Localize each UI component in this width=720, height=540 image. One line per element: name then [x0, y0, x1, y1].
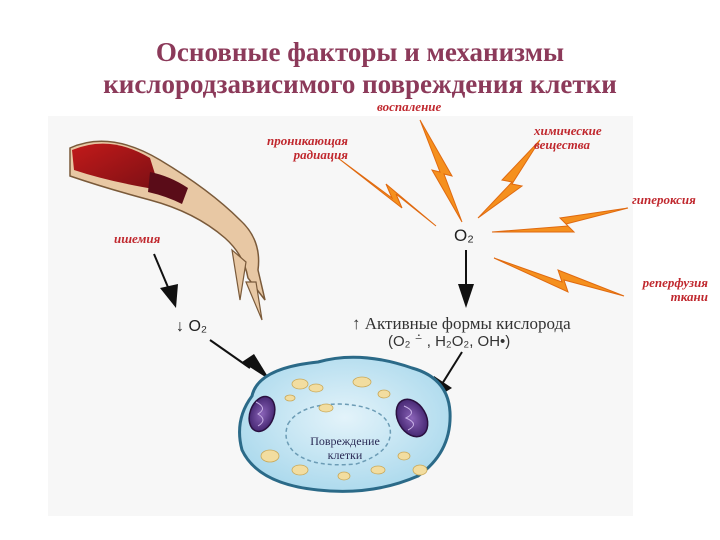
label-inflammation: воспаление — [377, 99, 442, 114]
lightning-bolt-chemicals — [477, 139, 541, 219]
cell — [238, 355, 452, 493]
lightning-bolt-reperfusion — [493, 257, 625, 297]
label-radiation: проникающая радиация — [244, 134, 348, 162]
o2-low-label: O₂ — [188, 318, 208, 335]
mitochondrion-icon — [395, 398, 429, 438]
down-arrow-icon: ↓ — [176, 318, 184, 335]
o2-decrease: ↓ O₂ — [176, 318, 207, 336]
title-line-1: Основные факторы и механизмы — [155, 37, 565, 67]
mitochondrion-icon — [248, 395, 276, 433]
label-chemicals: химические вещества — [534, 124, 602, 152]
up-arrow-icon: ↑ — [352, 314, 361, 333]
label-reperfusion: реперфузия ткани — [610, 276, 708, 304]
ros-label-text: Активные формы кислорода — [364, 314, 571, 333]
arrow-o2-to-cell — [209, 339, 270, 380]
label-radiation-line-2: радиация — [293, 147, 348, 162]
blood-vessel-icon — [69, 140, 266, 321]
o2-center-label: O₂ — [454, 226, 474, 245]
cell-granules — [260, 376, 428, 481]
label-reperfusion-line-1: реперфузия — [642, 275, 708, 290]
lightning-bolt-radiation — [337, 157, 437, 227]
ros-label: ↑ Активные формы кислорода — [352, 314, 571, 334]
lightning-bolt-hyperoxia — [491, 207, 629, 233]
page-title: Основные факторы и механизмы кислородзав… — [0, 36, 720, 100]
label-chemicals-line-2: вещества — [534, 137, 590, 152]
arrow-o2-center-down — [458, 250, 474, 308]
lightning-bolt-inflammation — [419, 119, 463, 223]
label-reperfusion-line-2: ткани — [670, 289, 708, 304]
label-radiation-line-1: проникающая — [267, 133, 348, 148]
cell-damage-line-2: клетки — [327, 448, 363, 462]
label-ischemia: ишемия — [114, 231, 161, 246]
arrow-ischemia-to-o2 — [153, 253, 178, 308]
cell-damage-label: Повреждение клетки — [300, 434, 390, 462]
label-hyperoxia: гипероксия — [632, 192, 696, 207]
ros-species: (O₂ ⁻̇ , H₂O₂, OH•) — [388, 333, 511, 350]
title-line-2: кислородзависимого повреждения клетки — [103, 69, 617, 99]
cell-damage-line-1: Повреждение — [310, 434, 380, 448]
label-chemicals-line-1: химические — [534, 123, 602, 138]
